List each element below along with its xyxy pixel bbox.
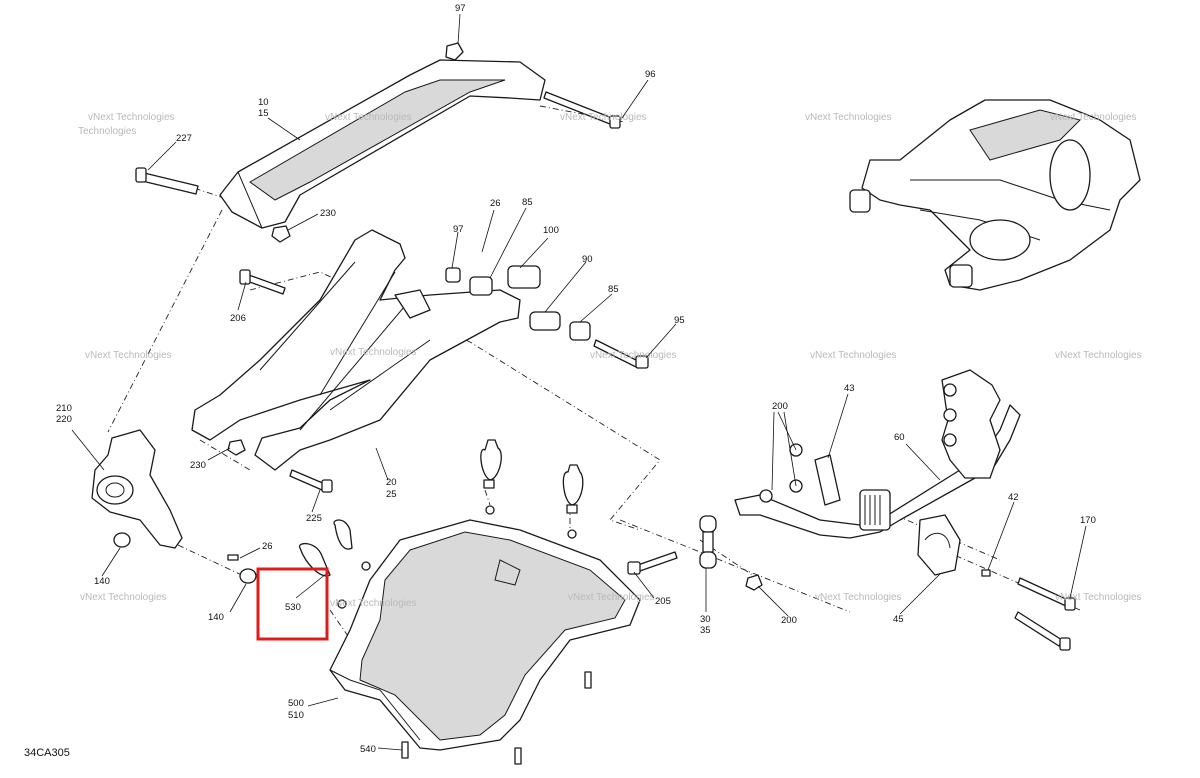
leader-lines <box>71 13 1087 751</box>
wheel-knuckle[interactable] <box>91 429 183 549</box>
clamp-left[interactable] <box>480 439 502 489</box>
watermark-2: vNext Technologies <box>325 112 412 123</box>
bushing-140-b[interactable] <box>239 568 257 584</box>
bushing-140[interactable] <box>113 532 131 548</box>
nut-97-top[interactable] <box>445 42 464 61</box>
bolt-206[interactable] <box>239 269 286 295</box>
callout-530: 530 <box>285 602 301 613</box>
pin-26-lower[interactable] <box>227 554 239 561</box>
bushing-clamp-45[interactable] <box>917 514 961 576</box>
callout-140-right: 140 <box>208 612 224 623</box>
end-link-30-35[interactable] <box>699 515 717 569</box>
callout-26-lower: 26 <box>262 541 273 552</box>
screw-540-c[interactable] <box>584 671 592 689</box>
callout-170: 170 <box>1080 515 1096 526</box>
callout-85-top: 85 <box>522 197 533 208</box>
small-nuts-center[interactable] <box>337 505 577 609</box>
assembled-suspension-view <box>849 99 1141 291</box>
callout-225: 225 <box>306 513 322 524</box>
callout-90: 90 <box>582 254 593 265</box>
watermark-1: vNext Technologies <box>88 112 175 123</box>
callout-45: 45 <box>893 614 904 625</box>
callout-540: 540 <box>360 744 376 755</box>
callout-15: 15 <box>258 108 269 119</box>
watermark-15: vNext Technologies <box>1055 592 1142 603</box>
watermark-7: vNext Technologies <box>330 347 417 358</box>
callout-95: 95 <box>674 315 685 326</box>
callout-97-mid: 97 <box>453 224 464 235</box>
callout-85-mid: 85 <box>608 284 619 295</box>
callout-230-lower: 230 <box>190 460 206 471</box>
nuts-200-upper[interactable] <box>759 443 803 503</box>
callout-60: 60 <box>894 432 905 443</box>
watermark-3: vNext Technologies <box>560 112 647 123</box>
watermark-13: vNext Technologies <box>568 592 655 603</box>
callout-30: 30 <box>700 614 711 625</box>
callout-227: 227 <box>176 133 192 144</box>
callout-97-top: 97 <box>455 3 466 14</box>
callout-96: 96 <box>645 69 656 80</box>
watermark-6: vNext Technologies <box>85 350 172 361</box>
nut-230-top[interactable] <box>271 225 291 243</box>
callout-10: 10 <box>258 97 269 108</box>
skid-plate[interactable] <box>329 519 641 751</box>
upper-link-arm[interactable] <box>219 59 546 229</box>
sway-bar-bracket-top[interactable] <box>941 369 1001 479</box>
callout-200-upper: 200 <box>772 401 788 412</box>
callout-20: 20 <box>386 477 397 488</box>
watermark-12: vNext Technologies <box>330 598 417 609</box>
nut-230-lower[interactable] <box>227 439 246 456</box>
callout-42: 42 <box>1008 492 1019 503</box>
callout-500: 500 <box>288 698 304 709</box>
figure-reference: 34CA305 <box>24 747 70 759</box>
callout-25: 25 <box>386 489 397 500</box>
callout-43: 43 <box>844 383 855 394</box>
callout-220: 220 <box>56 414 72 425</box>
callout-205: 205 <box>655 596 671 607</box>
pin-42[interactable] <box>981 569 991 577</box>
bolt-205[interactable] <box>627 551 678 575</box>
callout-230-top: 230 <box>320 208 336 219</box>
screw-540-a[interactable] <box>401 741 409 759</box>
callout-510: 510 <box>288 710 304 721</box>
watermarks: vNext Technologies Technologies vNext Te… <box>78 112 1142 609</box>
bolt-227[interactable] <box>135 167 199 195</box>
watermark-11: vNext Technologies <box>80 592 167 603</box>
watermark-10: vNext Technologies <box>1055 350 1142 361</box>
callout-35: 35 <box>700 625 711 636</box>
callout-26-top: 26 <box>490 198 501 209</box>
bushing-set-right[interactable] <box>445 265 649 369</box>
callout-100: 100 <box>543 225 559 236</box>
screw-540-b[interactable] <box>514 747 522 765</box>
watermark-14: vNext Technologies <box>815 592 902 603</box>
bolt-96[interactable] <box>543 91 621 129</box>
callout-206: 206 <box>230 313 246 324</box>
callout-200-lower: 200 <box>781 615 797 626</box>
watermark-4: vNext Technologies <box>805 112 892 123</box>
bolt-225[interactable] <box>289 469 333 493</box>
callout-labels: 97 96 10 15 227 230 26 85 97 100 90 85 9… <box>56 3 1096 755</box>
watermark-8: vNext Technologies <box>590 350 677 361</box>
bolts-170[interactable] <box>1014 577 1076 651</box>
clamp-right[interactable] <box>562 464 584 514</box>
callout-140-left: 140 <box>94 576 110 587</box>
sway-link-43[interactable] <box>814 454 841 506</box>
highlighted-callout-530[interactable]: 530 <box>256 567 329 641</box>
callout-210: 210 <box>56 403 72 414</box>
lower-a-arm[interactable] <box>191 229 521 471</box>
watermark-1b: Technologies <box>78 126 136 137</box>
watermark-5: vNext Technologies <box>1050 112 1137 123</box>
watermark-9: vNext Technologies <box>810 350 897 361</box>
